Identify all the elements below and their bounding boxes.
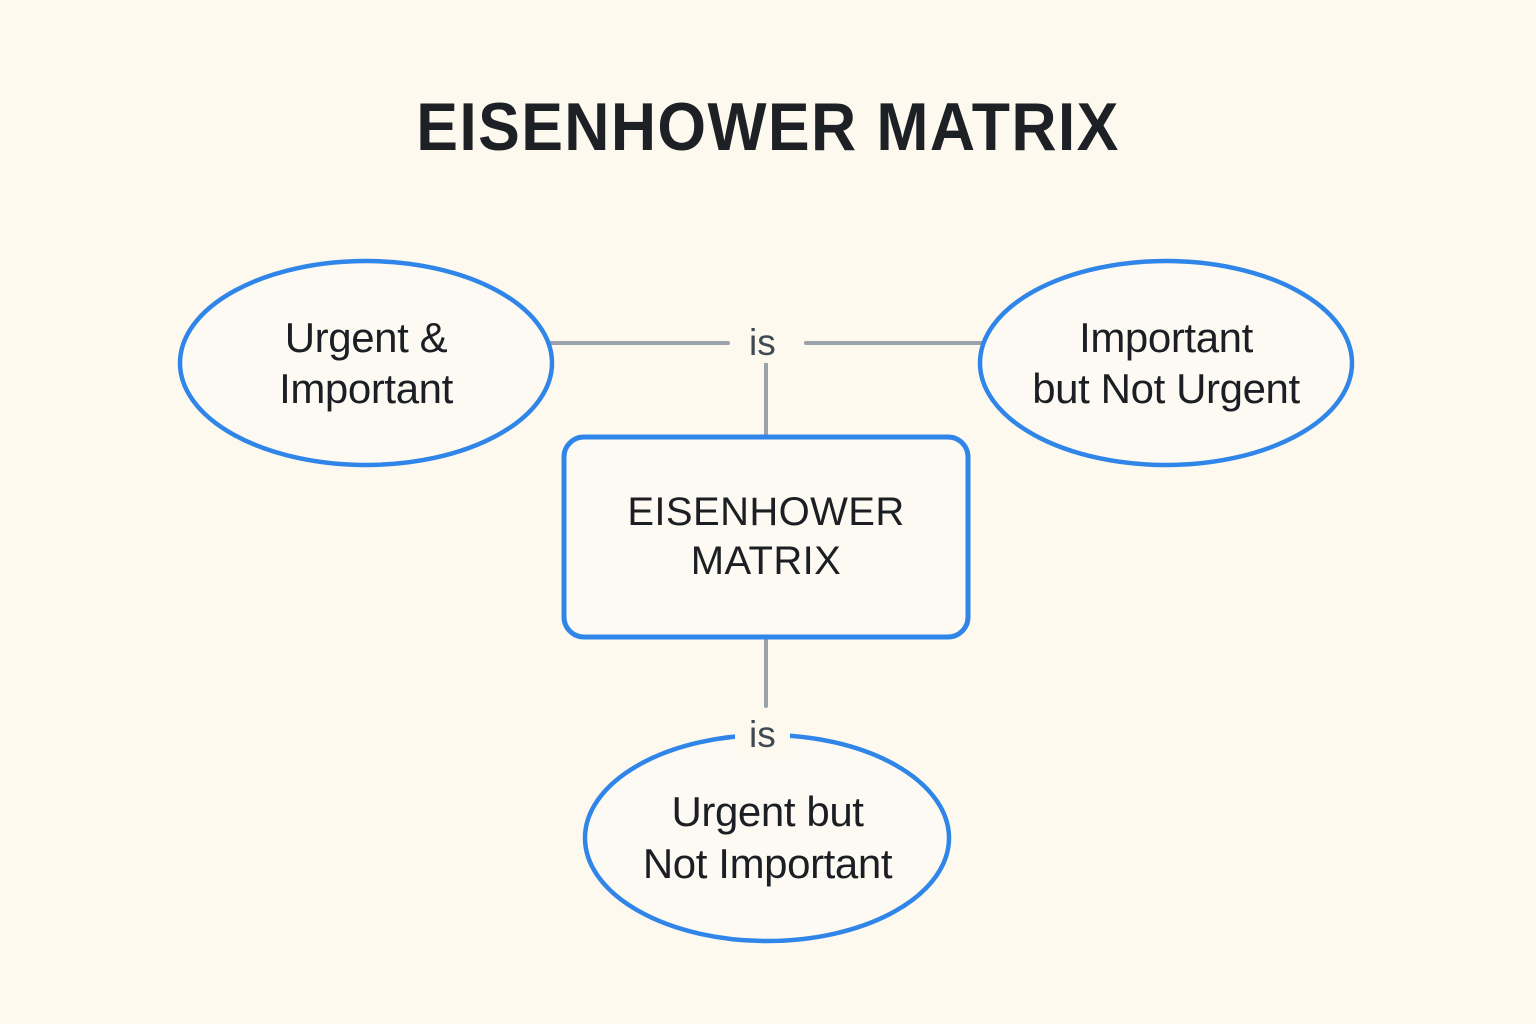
edge-label-is-bottom: is [735, 714, 790, 755]
node-urgent-important[interactable] [177, 258, 555, 468]
page-title: EISENHOWER MATRIX [416, 89, 1120, 165]
edge-lines [546, 341, 988, 708]
node-important-not-urgent[interactable] [977, 258, 1355, 468]
node-center-eisenhower-matrix[interactable] [561, 434, 971, 640]
edge-label-is-top: is [735, 322, 790, 363]
node-urgent-not-important[interactable] [582, 732, 952, 944]
